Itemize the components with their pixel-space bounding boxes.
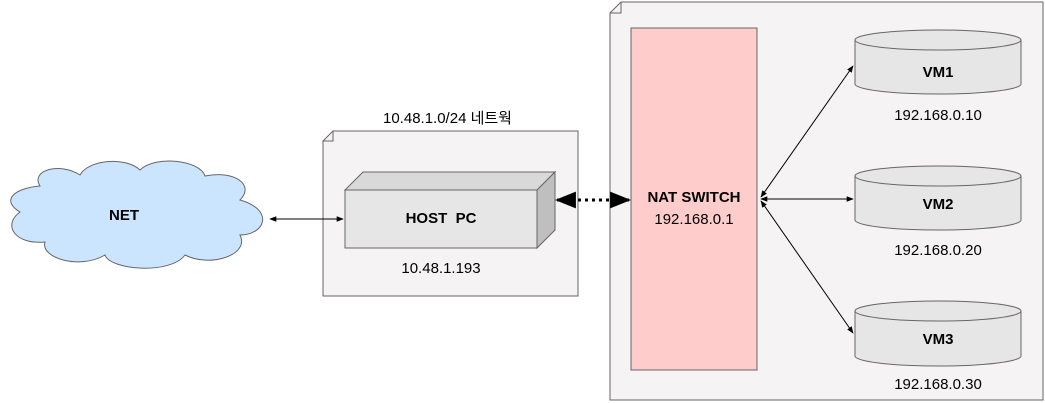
host-pc-label: HOST PC (405, 210, 477, 227)
vm1-label: VM1 (922, 64, 954, 81)
vm1-ip: 192.168.0.10 (894, 107, 982, 124)
vm3-cylinder (854, 300, 1022, 367)
subnet-label: 10.48.1.0/24 네트웍 (383, 110, 512, 127)
host-pc-box (343, 170, 557, 250)
nat-vm3-link (760, 200, 854, 334)
vm3-ip: 192.168.0.30 (894, 376, 982, 393)
vm2-ip: 192.168.0.20 (894, 242, 982, 259)
nat-switch-ip: 192.168.0.1 (654, 211, 734, 228)
vm2-label: VM2 (922, 196, 954, 213)
nat-switch-label: NAT SWITCH (647, 189, 741, 206)
internet-cloud (10, 160, 263, 269)
host-pc-ip: 10.48.1.193 (401, 260, 481, 277)
vm1-cylinder (854, 29, 1022, 95)
nat-vm1-link (760, 65, 854, 198)
vm2-cylinder (854, 165, 1022, 231)
vm3-label: VM3 (922, 331, 954, 348)
net-label: NET (109, 207, 139, 224)
